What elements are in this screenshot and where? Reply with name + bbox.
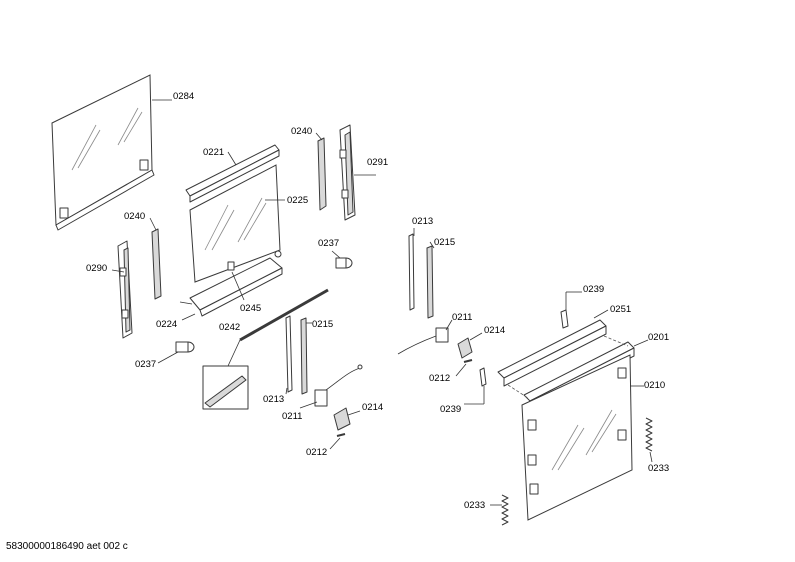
- left-side-profile: [117, 240, 133, 339]
- spring-0233-bottom: [501, 494, 509, 526]
- label-0221: 0221: [203, 147, 224, 158]
- label-0215-mid: 0215: [312, 319, 333, 330]
- label-0242: 0242: [219, 322, 240, 333]
- document-code: 58300000186490 aet 002 c: [6, 541, 128, 552]
- label-0240-upper: 0240: [291, 126, 312, 137]
- label-0224: 0224: [156, 319, 177, 330]
- door-side-profile-upper: [317, 137, 327, 211]
- label-0210: 0210: [644, 380, 665, 391]
- label-0211-right: 0211: [452, 312, 472, 323]
- door-front-panel: [521, 354, 633, 521]
- label-0284: 0284: [173, 91, 194, 102]
- label-0240-lower: 0240: [124, 211, 145, 222]
- label-0290: 0290: [86, 263, 107, 274]
- label-0291: 0291: [367, 157, 388, 168]
- label-0233-bottom: 0233: [464, 500, 485, 511]
- bushing-lower: [175, 341, 195, 353]
- right-side-profile: [339, 124, 356, 221]
- label-0245: 0245: [240, 303, 261, 314]
- rail-0213-left: [285, 315, 293, 393]
- label-0225: 0225: [287, 195, 308, 206]
- hinge-bracket-0214-right: [457, 337, 473, 359]
- screw-0212-right: [463, 359, 473, 363]
- inner-glass-panel: [189, 164, 281, 283]
- hinge-bracket-0214-left: [333, 407, 351, 431]
- label-0237-lower: 0237: [135, 359, 156, 370]
- hinge-0211-right: [397, 327, 449, 355]
- screw-0212-left: [336, 433, 346, 437]
- door-top-strip: [185, 144, 280, 203]
- label-0214-mid: 0214: [362, 402, 383, 413]
- door-side-profile-lower: [151, 228, 162, 300]
- rail-0215-left: [300, 317, 308, 395]
- spring-0233-right: [645, 417, 653, 452]
- label-0233-right: 0233: [648, 463, 669, 474]
- label-0237-upper: 0237: [318, 238, 339, 249]
- label-0212-mid: 0212: [306, 447, 327, 458]
- label-0239-lower: 0239: [440, 404, 461, 415]
- label-0211-mid: 0211: [282, 411, 302, 422]
- label-0212-right: 0212: [429, 373, 450, 384]
- rail-0215-right: [426, 245, 434, 319]
- rail-0213-right: [408, 233, 415, 311]
- label-0251: 0251: [610, 304, 631, 315]
- label-0213-right: 0213: [412, 216, 433, 227]
- label-0239-upper: 0239: [583, 284, 604, 295]
- label-0215-right: 0215: [434, 237, 455, 248]
- label-0201: 0201: [648, 332, 669, 343]
- label-0214-right: 0214: [484, 325, 505, 336]
- door-frame-top-rail: [497, 319, 607, 387]
- rod-0242: [202, 288, 329, 410]
- bushing-upper: [335, 257, 353, 269]
- bracket-0239-lower: [479, 367, 487, 387]
- label-0213-mid: 0213: [263, 394, 284, 405]
- bracket-0239-upper: [560, 309, 569, 329]
- outer-glass-panel: [51, 74, 155, 231]
- hinge-0211-left: [314, 364, 363, 407]
